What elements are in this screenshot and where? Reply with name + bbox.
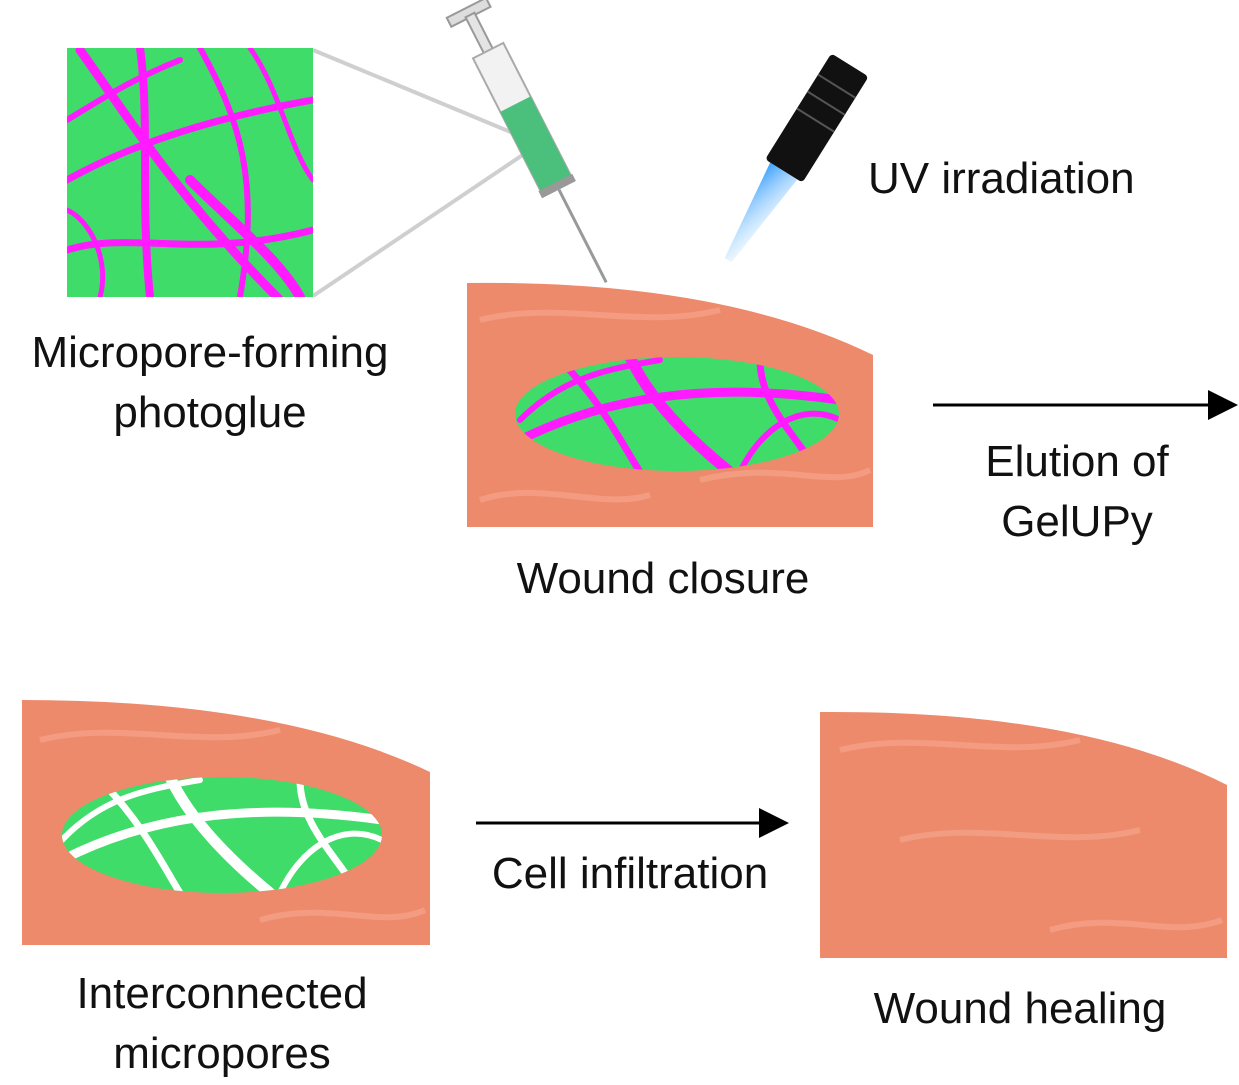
tissue-interconnected-micropores bbox=[22, 700, 430, 945]
cell-infiltration-label: Cell infiltration bbox=[492, 849, 768, 898]
tissue-healed bbox=[820, 711, 1227, 958]
wound-closure-label: Wound closure bbox=[517, 554, 810, 603]
uv-irradiation-label: UV irradiation bbox=[868, 154, 1135, 203]
zoom-callout-lines bbox=[311, 48, 532, 298]
photoglue-label-line1: Micropore-forming bbox=[32, 328, 389, 377]
micropores-label-line2: micropores bbox=[113, 1029, 331, 1078]
syringe-icon bbox=[445, 0, 608, 283]
micropores-label-line1: Interconnected bbox=[76, 969, 367, 1018]
photoglue-network-square bbox=[67, 48, 313, 297]
wound-healing-label: Wound healing bbox=[874, 984, 1167, 1033]
photoglue-label-line2: photoglue bbox=[113, 388, 306, 437]
elution-label-line1: Elution of bbox=[985, 437, 1169, 486]
elution-label-line2: GelUPy bbox=[1001, 497, 1153, 546]
tissue-wound-closure bbox=[467, 282, 873, 527]
uv-lamp-icon bbox=[724, 54, 868, 263]
